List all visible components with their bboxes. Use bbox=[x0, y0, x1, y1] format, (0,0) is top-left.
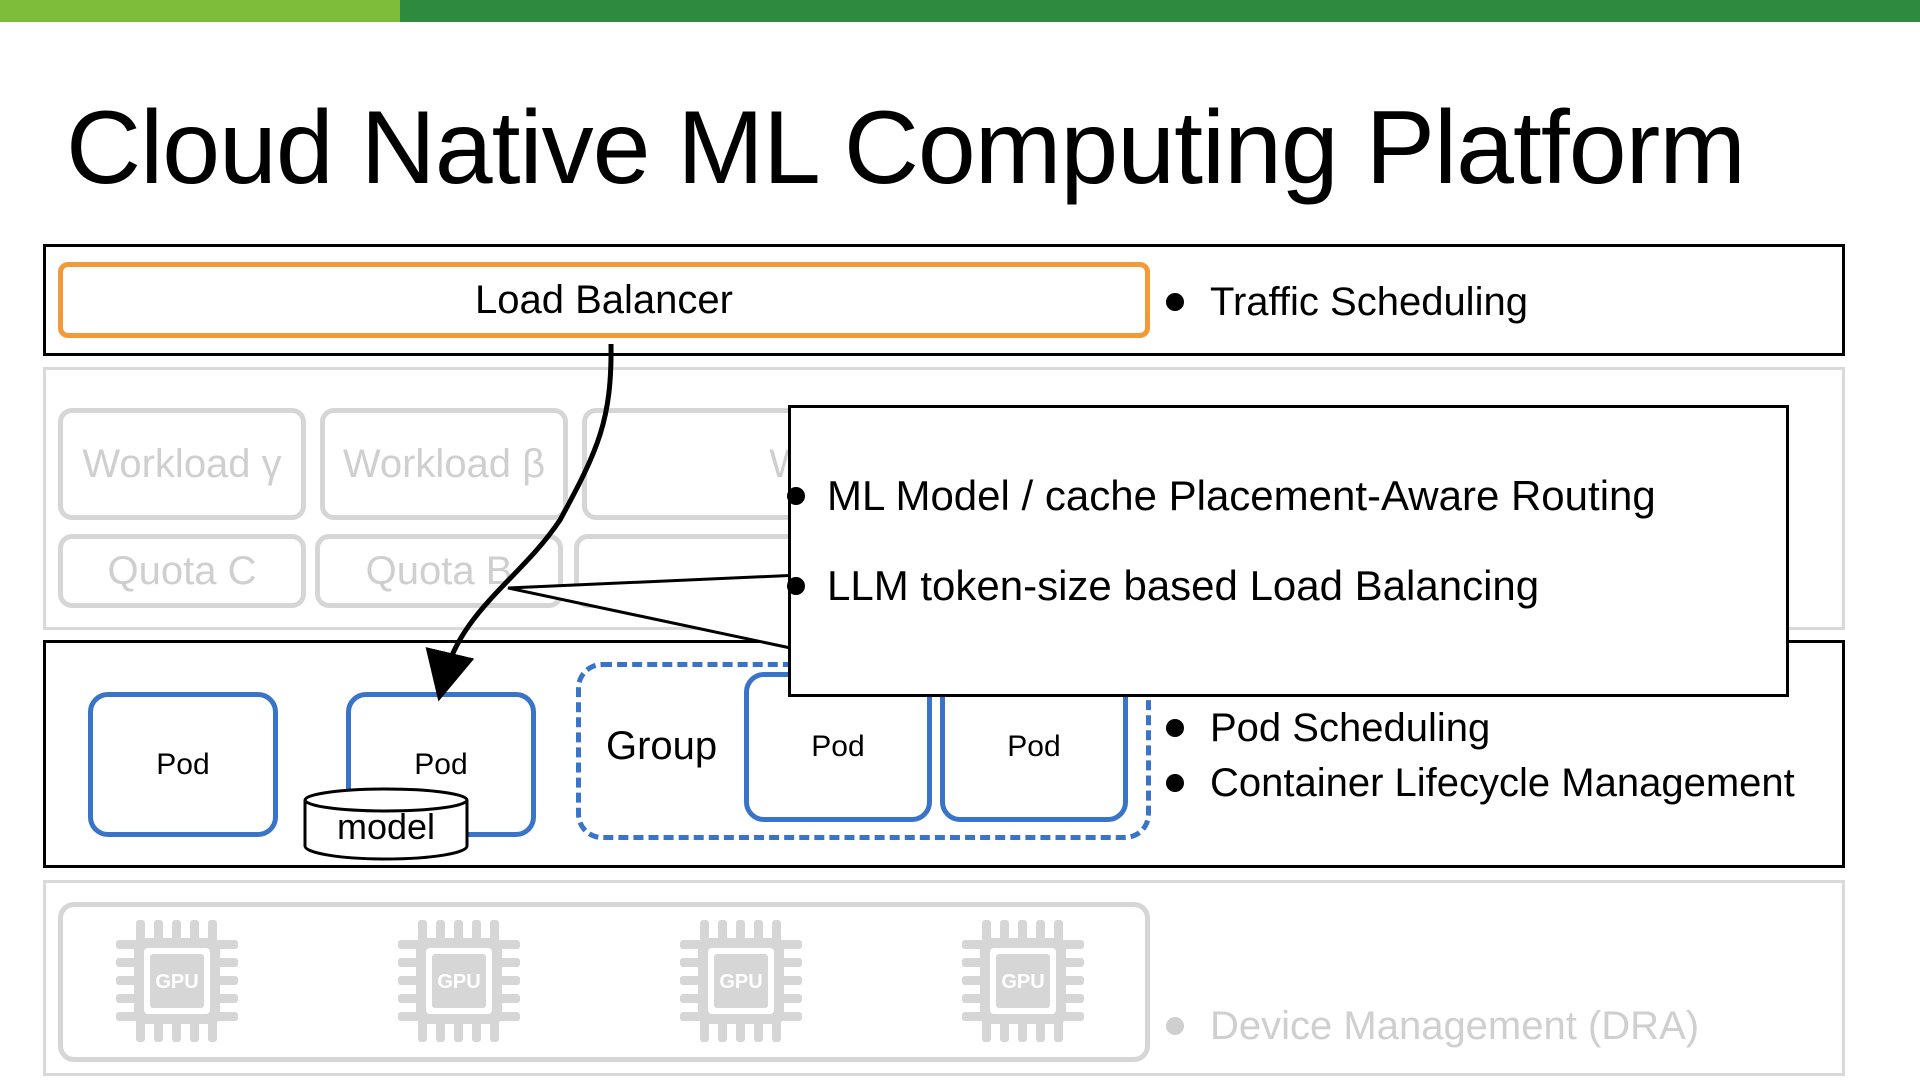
pod-1: Pod bbox=[88, 692, 278, 837]
bullet-text: ML Model / cache Placement-Aware Routing bbox=[827, 472, 1656, 519]
accent-bar-light bbox=[0, 0, 400, 22]
gpu-label: GPU bbox=[719, 971, 762, 993]
group-label: Group bbox=[606, 724, 718, 768]
bullet-dot-icon bbox=[787, 487, 805, 505]
bullet-dot-icon bbox=[1166, 774, 1184, 792]
model-label: model bbox=[336, 806, 436, 847]
bullet-text: Traffic Scheduling bbox=[1210, 279, 1528, 324]
bullet-dot-icon bbox=[1166, 719, 1184, 737]
gpu-label: GPU bbox=[1001, 971, 1044, 993]
gpu-chip-icon: GPU bbox=[116, 920, 238, 1042]
accent-bar-dark bbox=[400, 0, 1920, 22]
slide-title: Cloud Native ML Computing Platform bbox=[66, 90, 1746, 206]
routing-callout: ML Model / cache Placement-Aware Routing… bbox=[787, 405, 1789, 697]
device-management-bullet: Device Management (DRA) bbox=[1166, 1000, 1699, 1052]
traffic-scheduling-bullet: Traffic Scheduling bbox=[1166, 276, 1528, 328]
model-cylinder-icon bbox=[303, 787, 469, 861]
callout-bullet-1: ML Model / cache Placement-Aware Routing bbox=[787, 468, 1656, 524]
workload-beta: Workload β bbox=[320, 408, 568, 520]
device-layer bbox=[43, 880, 1845, 1076]
gpu-label: GPU bbox=[437, 971, 480, 993]
bullet-dot-icon bbox=[1166, 293, 1184, 311]
callout-bullet-2: LLM token-size based Load Balancing bbox=[787, 558, 1539, 614]
bullet-text: LLM token-size based Load Balancing bbox=[827, 562, 1540, 609]
bullet-dot-icon bbox=[1166, 1017, 1184, 1035]
gpu-chip-icon: GPU bbox=[962, 920, 1084, 1042]
gpu-label: GPU bbox=[155, 971, 198, 993]
group-pod-2: Pod bbox=[940, 672, 1128, 822]
gpu-chip-icon: GPU bbox=[680, 920, 802, 1042]
lifecycle-bullet: Container Lifecycle Management bbox=[1166, 757, 1795, 809]
quota-b: Quota B bbox=[315, 534, 563, 608]
gpu-chip-icon: GPU bbox=[398, 920, 520, 1042]
pod-scheduling-bullet: Pod Scheduling bbox=[1166, 702, 1490, 754]
load-balancer-box: Load Balancer bbox=[58, 262, 1150, 338]
bullet-dot-icon bbox=[787, 577, 805, 595]
workload-gamma: Workload γ bbox=[58, 408, 306, 520]
traffic-layer bbox=[43, 244, 1845, 356]
bullet-text: Device Management (DRA) bbox=[1210, 1003, 1700, 1048]
group-pod-1: Pod bbox=[744, 672, 932, 822]
bullet-text: Pod Scheduling bbox=[1210, 705, 1491, 750]
gpu-frame bbox=[58, 902, 1150, 1062]
bullet-text: Container Lifecycle Management bbox=[1210, 760, 1795, 805]
quota-c: Quota C bbox=[58, 534, 306, 608]
